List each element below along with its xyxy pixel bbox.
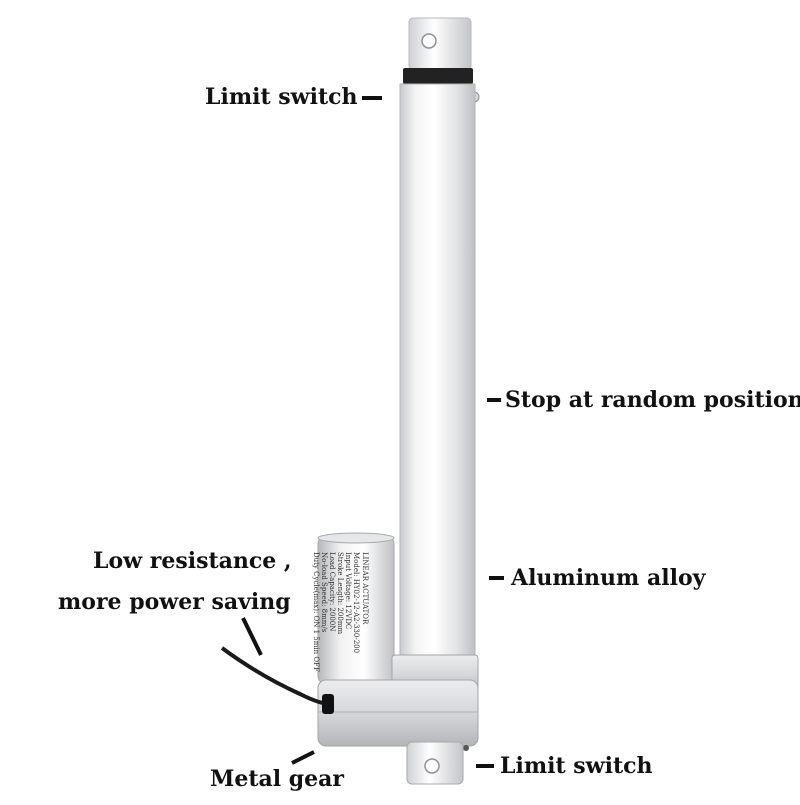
stop-position-tick (487, 398, 501, 402)
rod-seal (403, 68, 473, 84)
motor-label-title: LINEAR ACTUATOR (361, 552, 369, 625)
aluminum-alloy-callout: Aluminum alloy (511, 565, 706, 591)
rod-mount-hole (421, 33, 437, 49)
metal-gear-callout: Metal gear (210, 766, 345, 792)
motor-label-line: No-load Speed: 8mm/s (320, 552, 328, 633)
motor-label-line: Stroke Length: 200mm (336, 552, 344, 634)
low-resistance-pointer (241, 617, 263, 656)
motor-label: LINEAR ACTUATOR Model: HY02-12-A2-330-20… (312, 552, 369, 672)
bottom-mount (406, 741, 464, 785)
limit-switch-bottom-callout: Limit switch (500, 753, 653, 779)
motor-label-line: Model: HY02-12-A2-330-200 (352, 552, 360, 653)
aluminum-alloy-tick (489, 576, 504, 580)
limit-switch-bottom-tick (476, 764, 494, 768)
motor: LINEAR ACTUATOR Model: HY02-12-A2-330-20… (312, 532, 395, 685)
piston-rod (408, 17, 472, 71)
metal-gear-pointer (291, 750, 315, 765)
cable-grommet (322, 694, 334, 714)
motor-label-line: Input Voltage: 12VDC (344, 552, 352, 629)
stop-position-callout: Stop at random position. (505, 387, 800, 413)
limit-switch-top-tick (362, 96, 382, 100)
bottom-mount-hole (424, 758, 440, 774)
gear-housing (317, 654, 479, 751)
motor-label-line: Load Capacity: 2000N (328, 552, 336, 631)
low-resistance-callout-line2: more power saving (58, 589, 291, 615)
aluminum-tube (399, 83, 476, 660)
motor-label-line: Duty Cycle(max): ON 1 5min OFF (312, 552, 320, 672)
low-resistance-callout-line1: Low resistance , (93, 548, 292, 574)
limit-switch-top-callout: Limit switch (205, 84, 358, 110)
